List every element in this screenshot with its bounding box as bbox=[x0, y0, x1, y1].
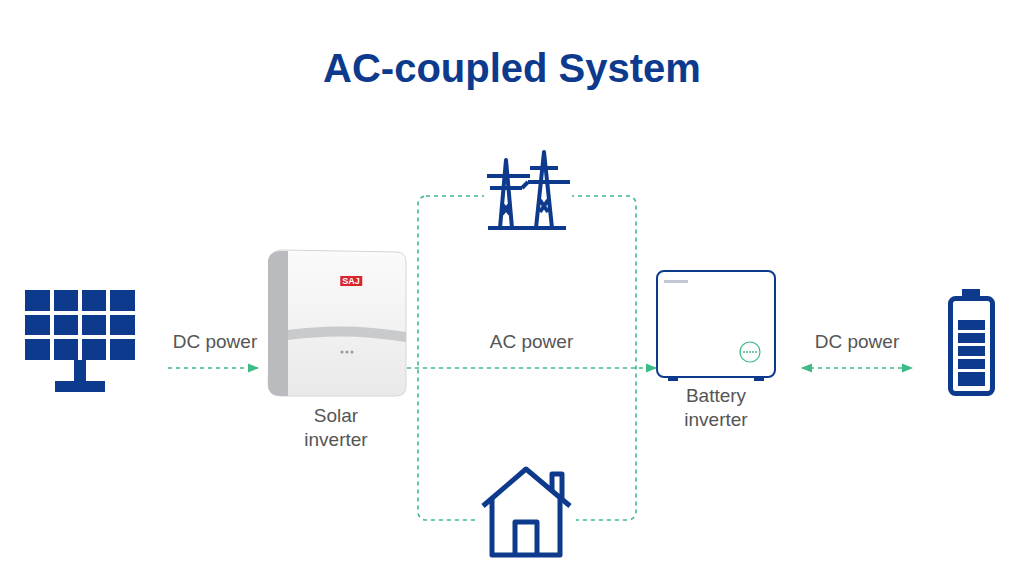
battery-icon bbox=[951, 289, 993, 394]
flow-label: DC power bbox=[815, 331, 899, 353]
battery-inverter-details bbox=[664, 280, 764, 381]
flow-label: DC power bbox=[173, 331, 257, 353]
grid-tower-icon bbox=[484, 148, 572, 230]
flow-label: AC power bbox=[490, 331, 573, 353]
solar-inverter-image bbox=[268, 250, 406, 396]
dc-arrow bbox=[168, 367, 258, 369]
diagram-title: AC-coupled System bbox=[0, 46, 1024, 91]
node-label: Battery inverter bbox=[661, 384, 771, 432]
solar-inverter: Solar inverter bbox=[265, 250, 407, 396]
solar-panel-icon bbox=[25, 290, 135, 392]
node-label: Solar inverter bbox=[281, 404, 391, 452]
house-icon bbox=[478, 464, 576, 559]
power-flow-arrow bbox=[407, 367, 656, 369]
brand-logo: SAJ bbox=[340, 276, 362, 286]
battery-inverter: Battery inverter bbox=[656, 270, 776, 378]
ac-bus-loop bbox=[418, 196, 636, 520]
dc-arrow bbox=[802, 367, 912, 369]
